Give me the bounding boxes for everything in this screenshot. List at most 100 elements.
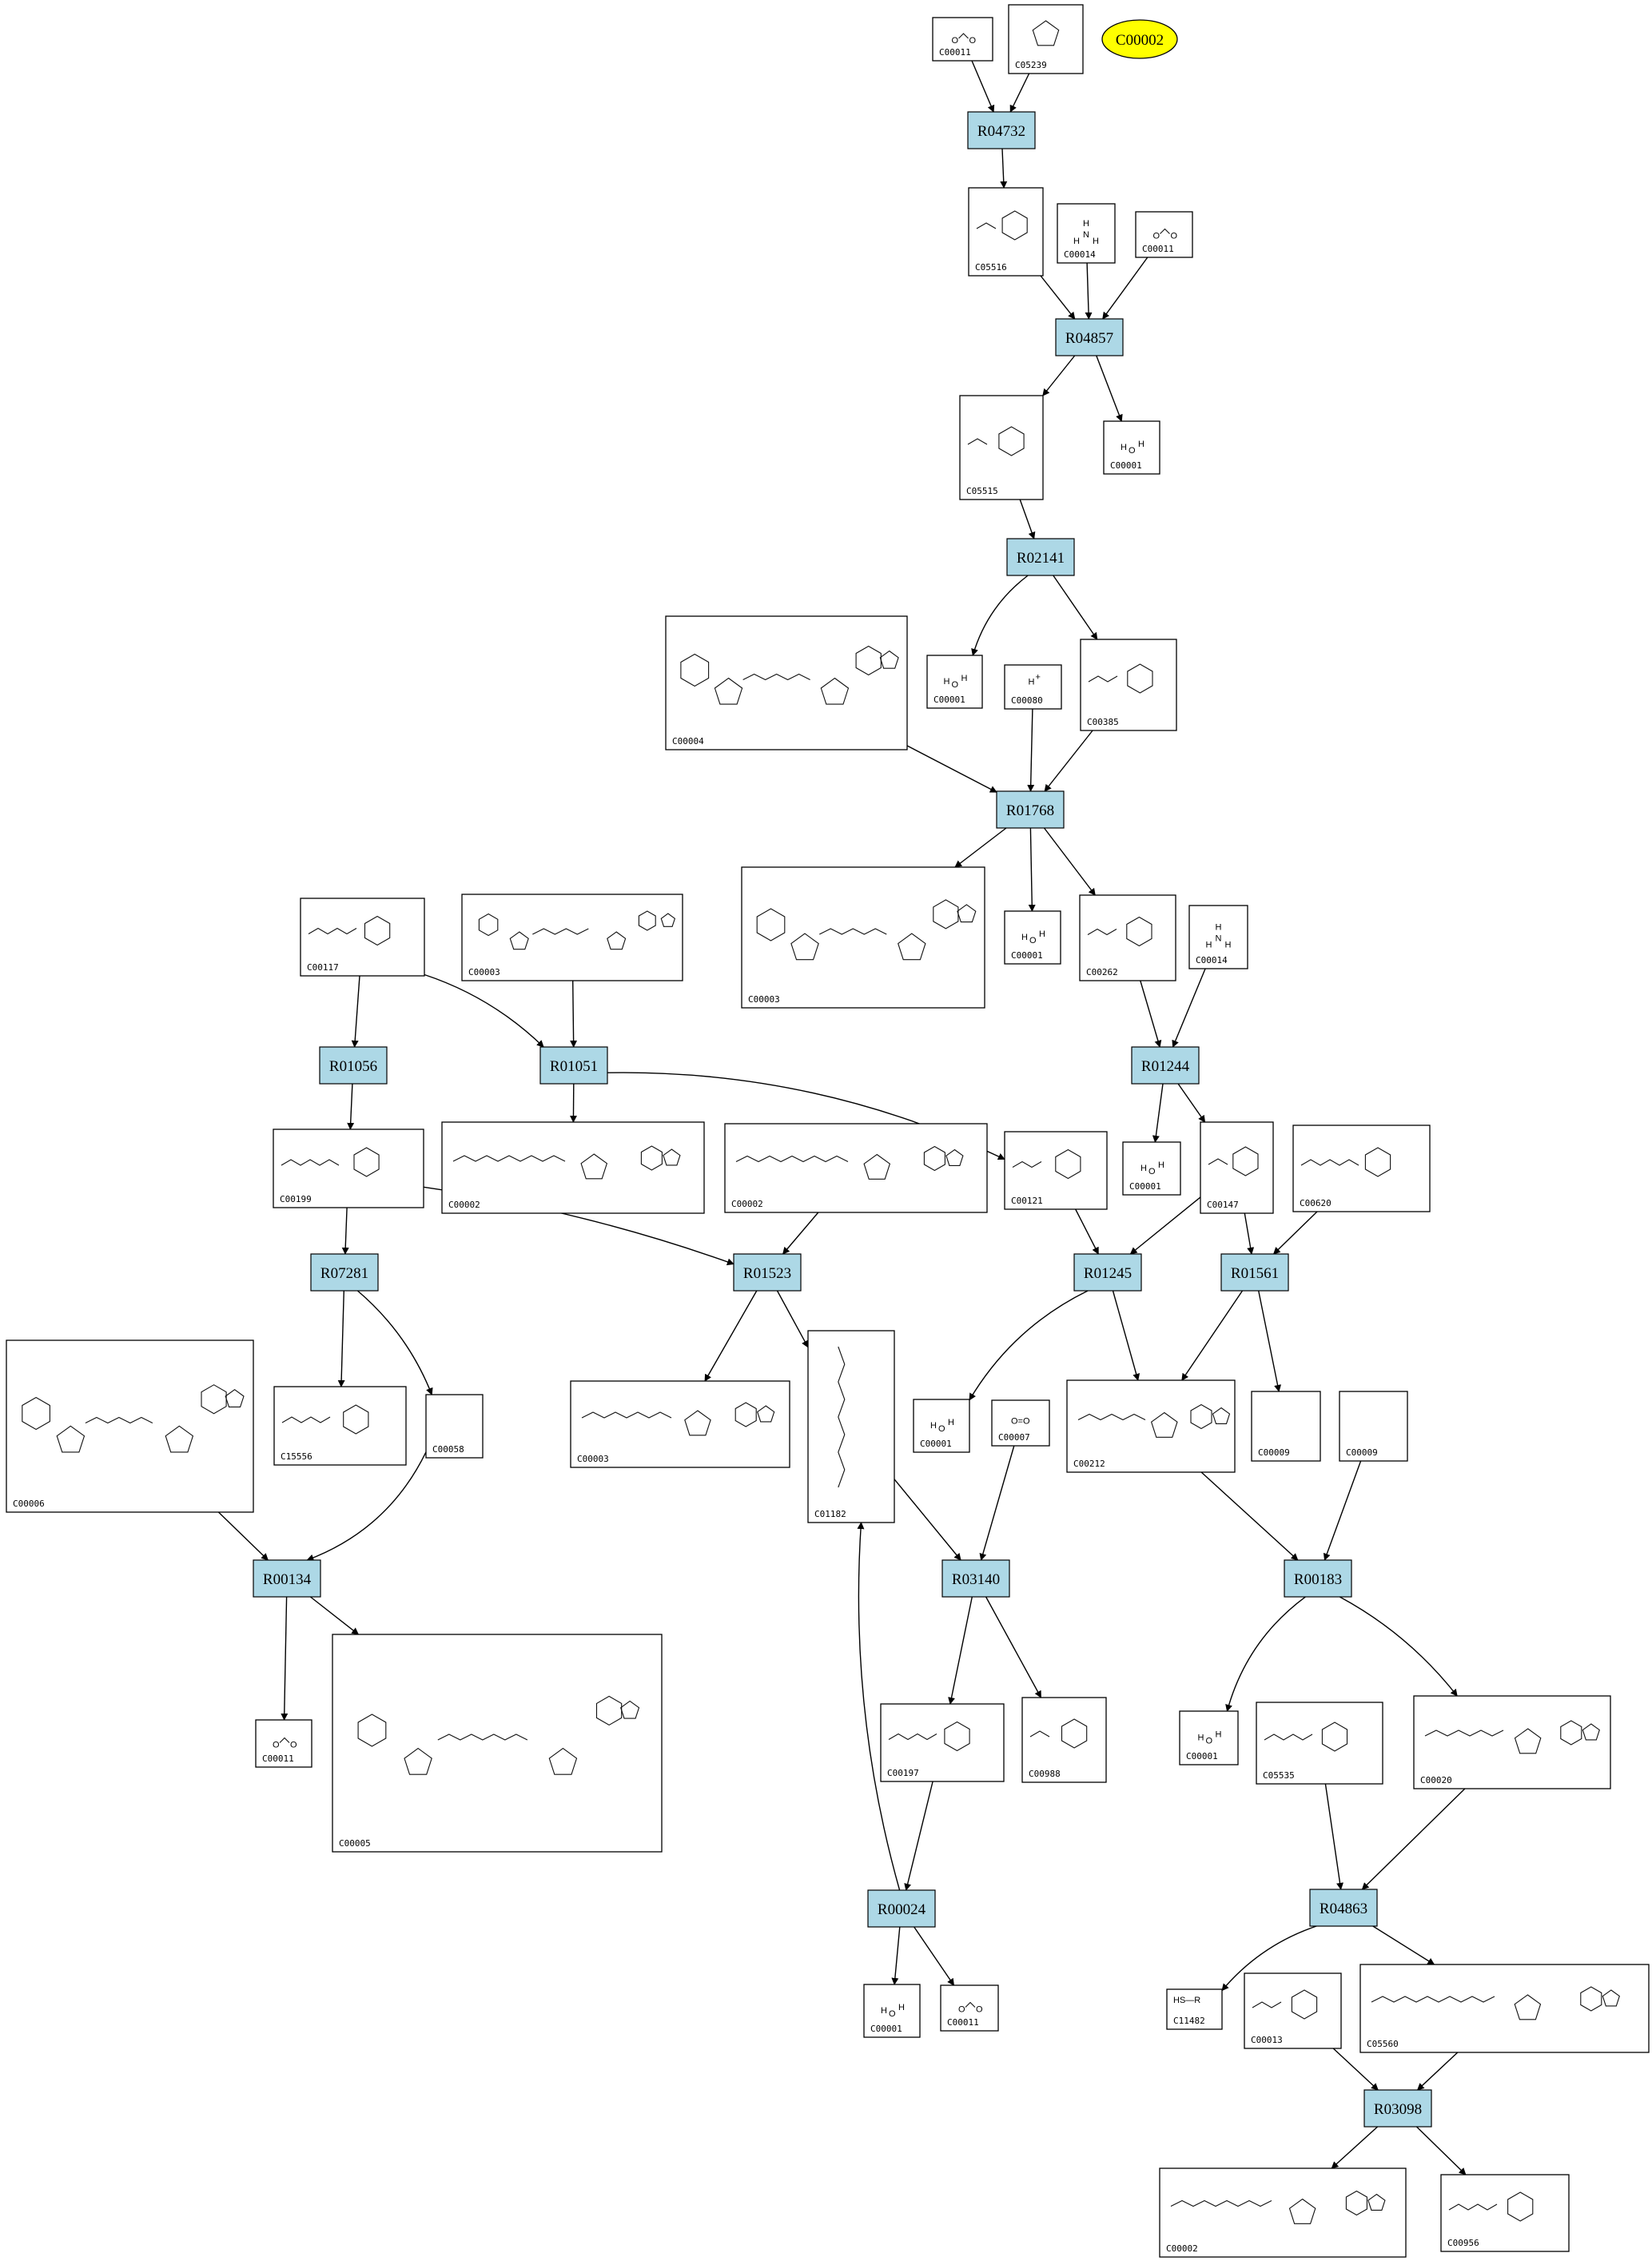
reaction-node[interactable]: R04732 (967, 111, 1036, 149)
compound-node[interactable]: C05516 (968, 187, 1044, 277)
reaction-box[interactable] (310, 1253, 379, 1292)
compound-box[interactable] (273, 1129, 424, 1208)
reaction-box[interactable] (1006, 538, 1075, 576)
compound-box[interactable] (1339, 1391, 1408, 1462)
compound-node[interactable]: C00009 (1339, 1391, 1408, 1462)
compound-box[interactable] (1179, 1710, 1239, 1765)
compound-node[interactable]: C00262 (1079, 894, 1176, 981)
compound-box[interactable] (880, 1703, 1005, 1782)
reaction-box[interactable] (1131, 1046, 1200, 1085)
compound-box[interactable] (332, 1634, 663, 1853)
reaction-box[interactable] (1055, 318, 1124, 356)
reaction-node[interactable]: R01244 (1131, 1046, 1200, 1085)
compound-node[interactable]: C00003 (461, 894, 683, 981)
compound-box[interactable] (991, 1399, 1050, 1447)
compound-node[interactable]: C00199 (273, 1129, 424, 1208)
reaction-box[interactable] (1363, 2089, 1432, 2128)
compound-node[interactable]: C00058 (425, 1394, 484, 1459)
compound-box[interactable] (863, 1984, 921, 2038)
compound-box[interactable] (570, 1380, 790, 1468)
compound-box[interactable] (1413, 1695, 1611, 1789)
compound-box[interactable] (1440, 2174, 1570, 2252)
reaction-box[interactable] (319, 1046, 388, 1085)
reaction-node[interactable]: R04857 (1055, 318, 1124, 356)
compound-box[interactable] (1188, 905, 1248, 969)
reaction-node[interactable]: R03098 (1363, 2089, 1432, 2128)
compound-box[interactable] (1292, 1125, 1431, 1212)
highlight-ellipse[interactable] (1101, 19, 1178, 59)
reaction-node[interactable]: R00134 (253, 1559, 321, 1598)
compound-box[interactable] (255, 1719, 312, 1768)
compound-box[interactable] (741, 866, 985, 1009)
compound-box[interactable] (1079, 894, 1176, 981)
reaction-box[interactable] (539, 1046, 608, 1085)
reaction-node[interactable]: R01056 (319, 1046, 388, 1085)
compound-box[interactable] (926, 655, 983, 709)
reaction-box[interactable] (733, 1253, 802, 1292)
highlight-compound-node[interactable]: C00002 (1101, 19, 1178, 59)
reaction-box[interactable] (253, 1559, 321, 1598)
compound-box[interactable] (1008, 4, 1084, 74)
compound-node[interactable]: C00009 (1251, 1391, 1321, 1462)
compound-box[interactable] (6, 1339, 254, 1513)
compound-node[interactable]: C05535 (1256, 1702, 1383, 1785)
compound-node[interactable]: C00013 (1244, 1972, 1342, 2049)
compound-box[interactable] (1021, 1697, 1107, 1783)
compound-box[interactable] (940, 1984, 999, 2032)
compound-node[interactable]: C00147 (1200, 1121, 1274, 1214)
compound-node[interactable]: C00988 (1021, 1697, 1107, 1783)
compound-box[interactable] (425, 1394, 484, 1459)
compound-node[interactable]: C00002 (441, 1121, 705, 1214)
compound-node[interactable]: C00002 (1159, 2167, 1407, 2258)
compound-node[interactable]: C00117 (300, 898, 425, 977)
compound-box[interactable] (300, 898, 425, 977)
reaction-node[interactable]: R01523 (733, 1253, 802, 1292)
compound-node[interactable]: C00003 (570, 1380, 790, 1468)
compound-node[interactable]: C00212 (1066, 1379, 1236, 1473)
compound-box[interactable] (1135, 211, 1193, 258)
reaction-node[interactable]: R00024 (867, 1889, 936, 1928)
compound-box[interactable] (1200, 1121, 1274, 1214)
compound-box[interactable] (959, 395, 1044, 500)
compound-box[interactable] (968, 187, 1044, 277)
compound-box[interactable] (807, 1330, 895, 1523)
compound-node[interactable]: C05515 (959, 395, 1044, 500)
compound-node[interactable]: C05239 (1008, 4, 1084, 74)
compound-box[interactable] (1103, 420, 1160, 475)
reaction-node[interactable]: R04863 (1309, 1889, 1378, 1927)
compound-box[interactable] (461, 894, 683, 981)
compound-node[interactable]: C00004 (665, 615, 908, 750)
reaction-box[interactable] (1284, 1559, 1352, 1598)
reaction-node[interactable]: R02141 (1006, 538, 1075, 576)
reaction-node[interactable]: R01561 (1220, 1253, 1289, 1292)
compound-node[interactable]: C00385 (1080, 639, 1177, 731)
compound-box[interactable] (1251, 1391, 1321, 1462)
compound-node[interactable]: C00121 (1004, 1131, 1108, 1210)
reaction-node[interactable]: R00183 (1284, 1559, 1352, 1598)
reaction-node[interactable]: R03140 (941, 1559, 1010, 1598)
compound-box[interactable] (913, 1399, 970, 1453)
compound-node[interactable]: H+C00080 (1004, 664, 1062, 710)
compound-box[interactable] (1244, 1972, 1342, 2049)
compound-box[interactable] (1080, 639, 1177, 731)
compound-box[interactable] (1004, 664, 1062, 710)
compound-box[interactable] (273, 1386, 407, 1466)
compound-box[interactable] (665, 615, 908, 750)
compound-box[interactable] (1066, 1379, 1236, 1473)
reaction-box[interactable] (1073, 1253, 1142, 1292)
reaction-box[interactable] (967, 111, 1036, 149)
compound-box[interactable] (1004, 910, 1061, 965)
compound-node[interactable]: C00005 (332, 1634, 663, 1853)
